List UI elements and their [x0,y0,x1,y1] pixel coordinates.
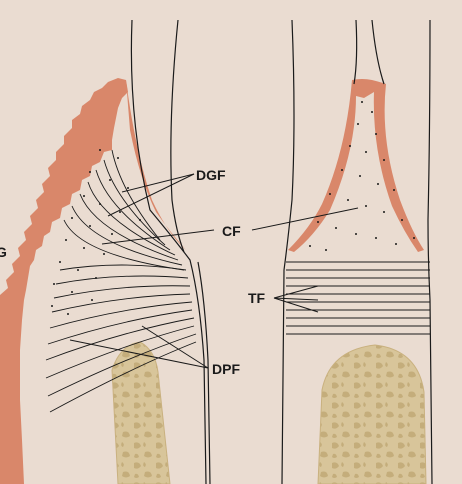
left-tooth-outer-line [130,19,207,484]
left-root-line [197,261,211,484]
label-g: G [0,244,7,260]
tf-leader-1 [273,285,319,299]
right-papilla-epithelium [288,79,424,252]
right-tooth-right-outer [427,19,433,484]
dpf-leader-2 [69,339,209,369]
label-dpf: DPF [212,361,240,377]
dgf-leader-1 [121,173,195,193]
left-oral-epithelium [0,78,128,484]
right-circular-fiber-dots [309,101,415,251]
right-tooth-right-inner [371,19,385,85]
right-transseptal-fibers [286,261,430,335]
dpf-leader-1 [141,325,209,369]
leader-lines [69,173,359,369]
right-alveolar-bone [317,344,427,484]
left-dentoperiosteal-fibers [45,264,197,413]
right-tooth-left-inner [353,19,358,85]
tf-leader-3 [273,297,319,313]
cf-leader-left [101,229,215,245]
cf-leader-right [251,207,359,231]
dgf-leader-2 [107,173,195,217]
label-dgf: DGF [196,167,226,183]
label-tf: TF [248,290,266,306]
label-cf: CF [222,223,241,239]
tf-leader-2 [273,297,319,301]
right-tooth-left-outer [281,19,295,484]
left-tooth-inner-line [170,19,185,253]
